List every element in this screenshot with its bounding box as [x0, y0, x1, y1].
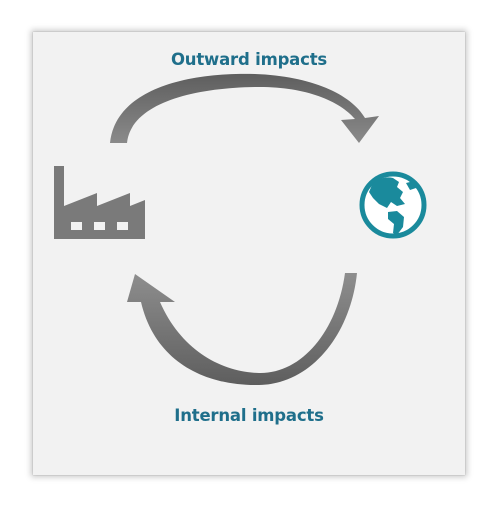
outward-arrow [110, 73, 379, 143]
internal-arrow [127, 273, 357, 386]
cycle-diagram [54, 73, 427, 386]
diagram-card: Outward impacts Internal impacts [33, 32, 465, 475]
globe-icon [359, 171, 427, 239]
outward-impacts-label: Outward impacts [170, 50, 327, 69]
factory-icon [54, 166, 145, 239]
internal-impacts-label: Internal impacts [174, 406, 324, 425]
